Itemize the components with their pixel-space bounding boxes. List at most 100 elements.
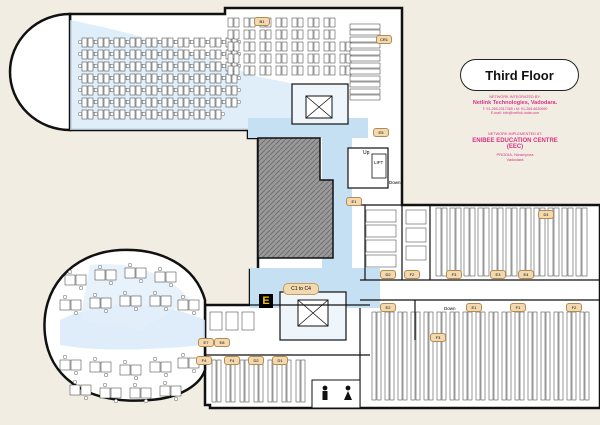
- workstation: [243, 65, 250, 76]
- chair: [180, 295, 185, 300]
- workstation: [149, 361, 161, 373]
- chair: [157, 99, 162, 104]
- chair: [221, 87, 226, 92]
- workstation: [233, 41, 240, 52]
- workstation: [167, 37, 174, 48]
- workstation: [209, 49, 216, 60]
- workstation: [167, 97, 174, 108]
- workstation: [209, 61, 216, 72]
- workstation: [275, 41, 282, 52]
- workstation: [233, 65, 240, 76]
- workstation: [511, 207, 518, 277]
- chair: [141, 63, 146, 68]
- cabin-tag: F2: [404, 270, 420, 279]
- workstation: [199, 97, 206, 108]
- workstation: [243, 29, 250, 40]
- chair: [141, 75, 146, 80]
- chair: [205, 99, 210, 104]
- workstation: [365, 239, 397, 253]
- workstation: [281, 29, 288, 40]
- workstation: [129, 49, 136, 60]
- workstation: [81, 85, 88, 96]
- workstation: [103, 97, 110, 108]
- workstation: [183, 109, 190, 120]
- workstation: [151, 109, 158, 120]
- workstation: [119, 109, 126, 120]
- workstation: [501, 311, 507, 401]
- workstation: [300, 359, 306, 403]
- chair: [103, 309, 108, 314]
- chair: [189, 75, 194, 80]
- workstation: [231, 85, 238, 96]
- workstation: [167, 49, 174, 60]
- workstation: [365, 209, 397, 223]
- workstation: [145, 37, 152, 48]
- cabin-tag: D2: [248, 356, 264, 365]
- workstation: [297, 41, 304, 52]
- workstation: [233, 53, 240, 64]
- workstation: [402, 311, 408, 401]
- chair: [83, 396, 88, 401]
- chair: [92, 357, 97, 362]
- chair: [125, 40, 130, 45]
- credit-org-short: (EEC): [506, 144, 524, 150]
- chair: [162, 381, 167, 386]
- workstation: [160, 361, 172, 373]
- workstation: [519, 207, 526, 277]
- workstation: [243, 41, 250, 52]
- cabin-tag: F3: [446, 270, 462, 279]
- workstation: [145, 109, 152, 120]
- workstation: [579, 311, 585, 401]
- workstation: [265, 41, 272, 52]
- workstation: [89, 361, 101, 373]
- chair: [157, 111, 162, 116]
- chair: [189, 99, 194, 104]
- workstation: [177, 37, 184, 48]
- chair: [92, 293, 97, 298]
- workstation: [259, 65, 266, 76]
- workstation: [110, 387, 122, 399]
- workstation: [505, 207, 512, 277]
- workstation: [103, 109, 110, 120]
- chair: [93, 40, 98, 45]
- stair-down-label: Down: [389, 180, 401, 185]
- workstation: [539, 207, 546, 277]
- workstation: [199, 61, 206, 72]
- workstation: [167, 61, 174, 72]
- chair: [163, 307, 168, 312]
- workstation: [199, 85, 206, 96]
- chair: [125, 52, 130, 57]
- workstation: [89, 297, 101, 309]
- workstation: [151, 37, 158, 48]
- workstation: [135, 109, 142, 120]
- female-toilet-icon: [344, 385, 352, 400]
- workstation: [177, 73, 184, 84]
- workstation: [145, 61, 152, 72]
- credit-phone: T: 91-265-2317365 • M: 91-265-6630690: [482, 107, 548, 111]
- workstation: [436, 311, 442, 401]
- chair: [97, 265, 102, 270]
- workstation: [64, 274, 76, 286]
- cabin-tag: D1: [272, 356, 288, 365]
- workstation: [59, 359, 71, 371]
- cabin-tag: E3: [490, 270, 506, 279]
- workstation: [59, 299, 71, 311]
- workstation: [230, 359, 236, 403]
- workstation: [441, 207, 448, 277]
- workstation: [291, 17, 298, 28]
- workstation: [339, 65, 346, 76]
- chair: [163, 373, 168, 378]
- workstation: [307, 53, 314, 64]
- workstation: [216, 359, 222, 403]
- workstation: [483, 207, 490, 277]
- workstation: [193, 97, 200, 108]
- chair: [109, 99, 114, 104]
- workstation: [199, 37, 206, 48]
- workstation: [533, 207, 540, 277]
- workstation: [506, 311, 512, 401]
- workstation: [297, 53, 304, 64]
- workstation: [405, 227, 427, 243]
- workstation: [225, 359, 231, 403]
- workstation: [553, 311, 559, 401]
